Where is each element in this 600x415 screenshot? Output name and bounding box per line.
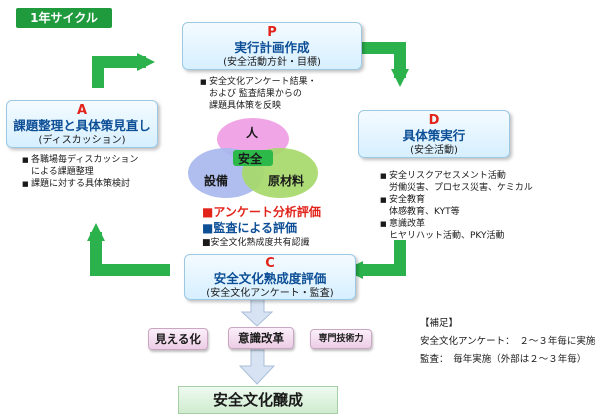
stage-p-box: P 実行計画作成 (安全活動方針・目標) xyxy=(182,22,362,70)
stage-p-notes: 安全文化アンケート結果・ および 監査結果からの 課題具体策を反映 xyxy=(200,76,340,112)
stage-p-subtitle: (安全活動方針・目標) xyxy=(223,57,321,68)
venn-center-bg xyxy=(233,150,273,166)
stage-c-subtitle: (安全文化アンケート・監査) xyxy=(206,288,334,299)
supplement-line: 安全文化アンケート： ２～３年毎に実施 xyxy=(420,336,596,347)
stage-a-notes: 各職場毎ディスカッション による課題整理 課題に対する具体策検討 xyxy=(22,154,162,190)
stage-a-subtitle: (ディスカッション) xyxy=(38,135,126,146)
stage-d-title: 具体策実行 xyxy=(402,128,466,143)
arrow-c-to-outcomes xyxy=(240,298,274,327)
stage-p-note: 課題具体策を反映 xyxy=(209,101,282,111)
venn-label-safety: 安全 xyxy=(238,152,263,166)
outcome-expertise: 専門技術力 xyxy=(310,329,372,349)
eval-share: ■安全文化熟成度共有認識 xyxy=(202,238,310,248)
stage-d-notes: 安全リスクアセスメント活動 労働災害、プロセス災害、ケミカル 安全教育 体感教育… xyxy=(380,170,580,242)
supplement-line: 監査： 毎年実施（外部は２～３年毎） xyxy=(420,354,587,365)
venn-label-materials: 原材料 xyxy=(268,174,305,188)
stage-d-note: ヒヤリハット活動、PKY活動 xyxy=(389,231,505,241)
stage-c-letter: C xyxy=(265,256,275,271)
stage-p-letter: P xyxy=(267,25,277,40)
eval-survey: ■アンケート分析評価 xyxy=(202,205,321,219)
stage-c-title: 安全文化熟成度評価 xyxy=(213,271,327,286)
eval-audit-text: 監査による評価 xyxy=(213,221,297,235)
arrow-a-to-p xyxy=(92,53,155,88)
goal-banner: 安全文化醸成 xyxy=(178,386,338,414)
venn-label-equipment: 設備 xyxy=(204,174,229,188)
stage-p-note: 安全文化アンケート結果・ xyxy=(200,76,340,88)
stage-a-title: 課題整理と具体策見直し xyxy=(13,118,151,133)
stage-d-note: 安全リスクアセスメント活動 xyxy=(380,170,580,182)
arrow-p-to-d xyxy=(360,42,409,87)
stage-a-note: 各職場毎ディスカッション xyxy=(22,154,162,166)
stage-p-title: 実行計画作成 xyxy=(234,40,310,55)
eval-share-text: 安全文化熟成度共有認識 xyxy=(210,238,310,248)
stage-c-box: C 安全文化熟成度評価 (安全文化アンケート・監査) xyxy=(184,254,356,300)
stage-d-box: D 具体策実行 (安全活動) xyxy=(358,110,510,158)
outcome-awareness: 意識改革 xyxy=(228,327,294,349)
supplement-note: 【補足】 安全文化アンケート： ２～３年毎に実施 監査： 毎年実施（外部は２～３… xyxy=(420,317,598,367)
venn-diagram xyxy=(188,118,318,198)
stage-d-note: 安全教育 xyxy=(380,194,580,206)
outcome-visualization: 見える化 xyxy=(148,328,208,350)
eval-audit: ■監査による評価 xyxy=(202,221,297,235)
arrow-d-to-c xyxy=(345,240,406,279)
evaluation-list: ■アンケート分析評価 ■監査による評価 ■安全文化熟成度共有認識 xyxy=(202,204,382,250)
eval-survey-text: アンケート分析評価 xyxy=(213,205,321,219)
stage-d-subtitle: (安全活動) xyxy=(410,145,458,156)
arrow-outcomes-to-goal xyxy=(238,349,276,385)
arrow-c-to-a xyxy=(87,223,170,276)
stage-d-note: 労働災害、プロセス災害、ケミカル xyxy=(389,183,533,193)
stage-d-letter: D xyxy=(428,113,440,128)
stage-p-note: および 監査結果からの xyxy=(209,89,302,99)
venn-label-people: 人 xyxy=(246,126,259,140)
stage-a-box: A 課題整理と具体策見直し (ディスカッション) xyxy=(6,100,158,148)
stage-a-note: による課題整理 xyxy=(31,167,94,177)
stage-a-note: 課題に対する具体策検討 xyxy=(22,178,162,190)
stage-a-letter: A xyxy=(76,103,88,118)
stage-d-note: 意識改革 xyxy=(380,218,580,230)
supplement-title: 【補足】 xyxy=(420,318,459,329)
cycle-tag: 1年サイクル xyxy=(16,8,112,28)
stage-d-note: 体感教育、KYT等 xyxy=(389,207,460,217)
